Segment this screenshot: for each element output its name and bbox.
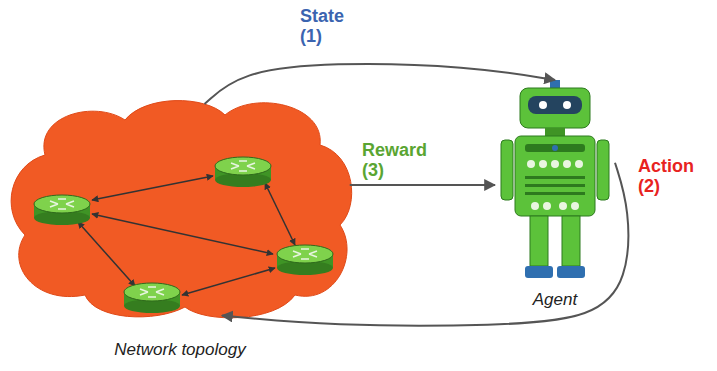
network-cloud-node: Network topology — [5, 95, 355, 320]
edge-label: State (1) — [300, 6, 344, 46]
robot-figure — [501, 80, 609, 278]
router-icons — [34, 157, 333, 313]
edge-label-box: State (1) — [300, 6, 344, 46]
flow-arrow — [222, 163, 628, 326]
flow-arrow — [350, 184, 495, 186]
flow-arrow — [205, 64, 556, 104]
network-cloud — [11, 101, 352, 318]
edge-label-box: Action (2) — [638, 156, 694, 196]
edge-label: Reward (3) — [362, 140, 427, 180]
node-label: Agent — [533, 290, 577, 310]
node-label: Network topology — [114, 340, 245, 360]
agent-node: Agent — [495, 80, 615, 310]
router-links — [78, 176, 295, 295]
edge-label-box: Reward (3) — [362, 140, 427, 180]
edge-label: Action (2) — [638, 156, 694, 196]
